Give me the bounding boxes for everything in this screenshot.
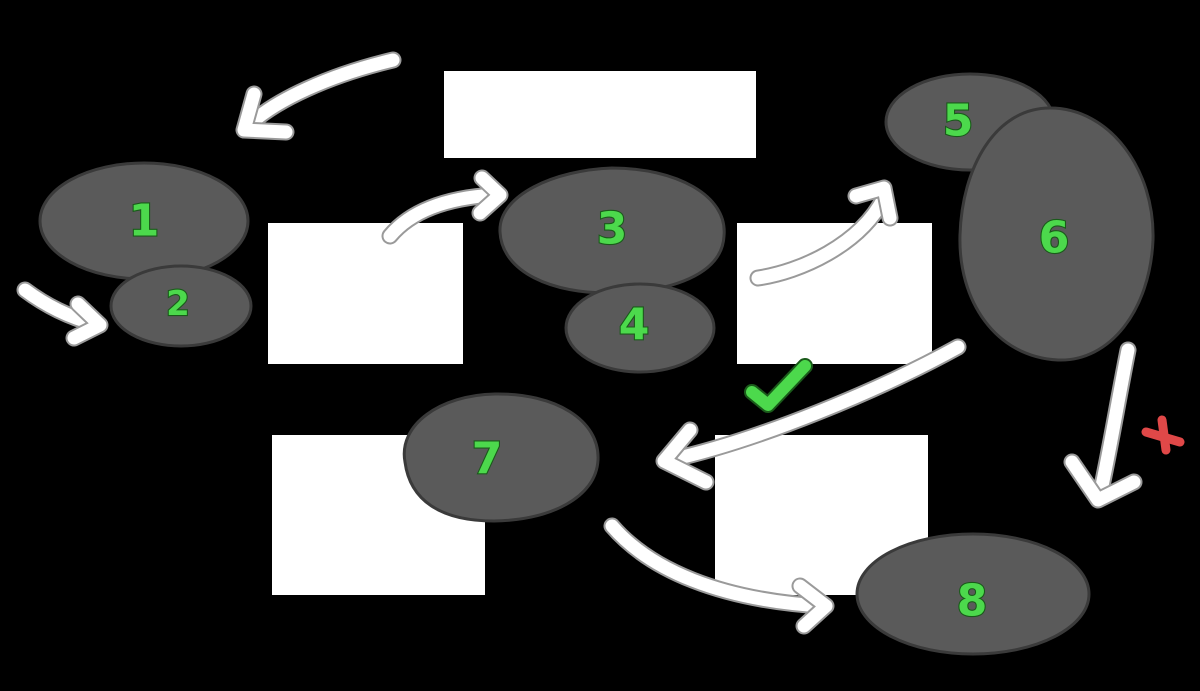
step-2-label: 2 — [166, 284, 190, 324]
arrow-top-left — [235, 51, 402, 141]
arrow-6-to-7 — [655, 338, 967, 491]
arrow-left-side — [16, 281, 109, 347]
step-7-label: 7 — [472, 434, 503, 485]
step-7-node: 7 — [402, 392, 600, 523]
step-8-node: 8 — [855, 532, 1091, 656]
step-1-node: 1 — [38, 161, 250, 281]
step-3-node: 3 — [498, 166, 726, 295]
cross-mark-icon — [1141, 415, 1185, 455]
step-8-label: 8 — [957, 576, 988, 627]
check-mark-icon — [744, 358, 813, 413]
step-3-label: 3 — [597, 204, 628, 255]
step-5-label: 5 — [943, 96, 974, 147]
step-6-node: 6 — [958, 106, 1155, 362]
step-2-node: 2 — [109, 264, 253, 348]
step-4-label: 4 — [619, 300, 650, 351]
arrow-6-to-8 — [1063, 341, 1143, 509]
step-6-label: 6 — [1039, 213, 1070, 264]
arrow-7-to-8 — [603, 517, 835, 635]
step-1-label: 1 — [129, 196, 160, 247]
placeholder-box-top — [444, 71, 756, 158]
placeholder-box-left-middle — [268, 223, 463, 364]
step-4-node: 4 — [564, 282, 716, 374]
arrow-box-to-5 — [749, 179, 899, 287]
arrow-box-to-3 — [381, 169, 509, 245]
